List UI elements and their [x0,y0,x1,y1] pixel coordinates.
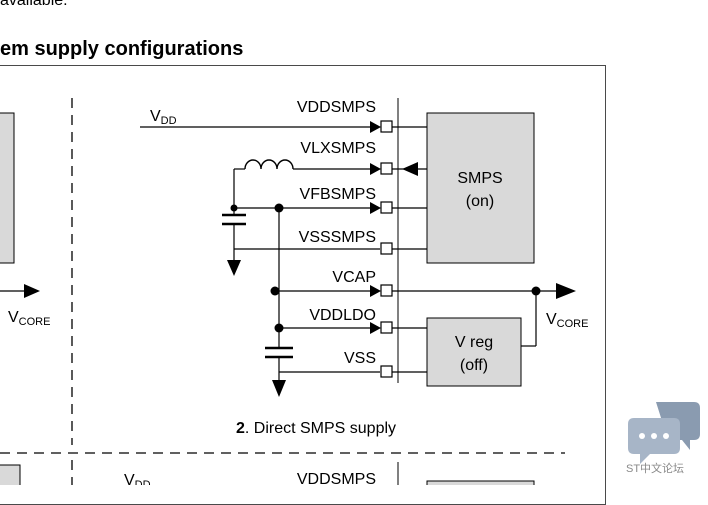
section-title: em supply configurations [0,38,244,60]
chat-bubbles-icon [628,402,700,464]
vreg-state: (off) [460,357,488,374]
pin-vss: VSS [344,350,376,367]
vcore-arrow [556,283,576,299]
pin-vddsmps: VDDSMPS [297,99,376,116]
smps-block [426,112,535,264]
vlx-arrow [402,162,418,176]
panel-next-fragment: VDD VDDSMPS [0,462,535,485]
next-pin-vddsmps: VDDSMPS [297,471,376,485]
pin-vfbsmps: VFBSMPS [300,186,376,203]
pin-vsssmps: VSSSMPS [299,229,376,246]
watermark-text: ST中文论坛 [626,463,685,475]
panel2-caption: 2. Direct SMPS supply [236,420,396,437]
smps-state: (on) [466,193,494,210]
pin-vddldo: VDDLDO [309,307,376,324]
panel-2-direct-smps: SMPS (on) V reg (off) VDD [140,98,588,437]
vreg-block [426,317,522,387]
supply-diagram: VCORE SMPS (on) V reg (off) VDD [0,98,588,485]
panel1-vcore-label: VCORE [8,309,50,328]
next-vdd-label: VDD [124,472,151,485]
vdd-label: VDD [150,108,177,127]
pin-vlxsmps: VLXSMPS [300,140,376,157]
panel1-block [0,112,15,264]
inductor [244,159,294,170]
ground-arrow-1 [227,260,241,276]
pin-vcap: VCAP [332,269,376,286]
panel-1-fragment: VCORE [0,112,50,328]
vcore-label: VCORE [546,311,588,330]
intro-text-fragment: available. [0,0,68,9]
vreg-label: V reg [455,334,493,351]
ground-arrow-2 [272,380,286,397]
panel1-vcore-arrow [24,284,40,298]
smps-label: SMPS [457,170,502,187]
